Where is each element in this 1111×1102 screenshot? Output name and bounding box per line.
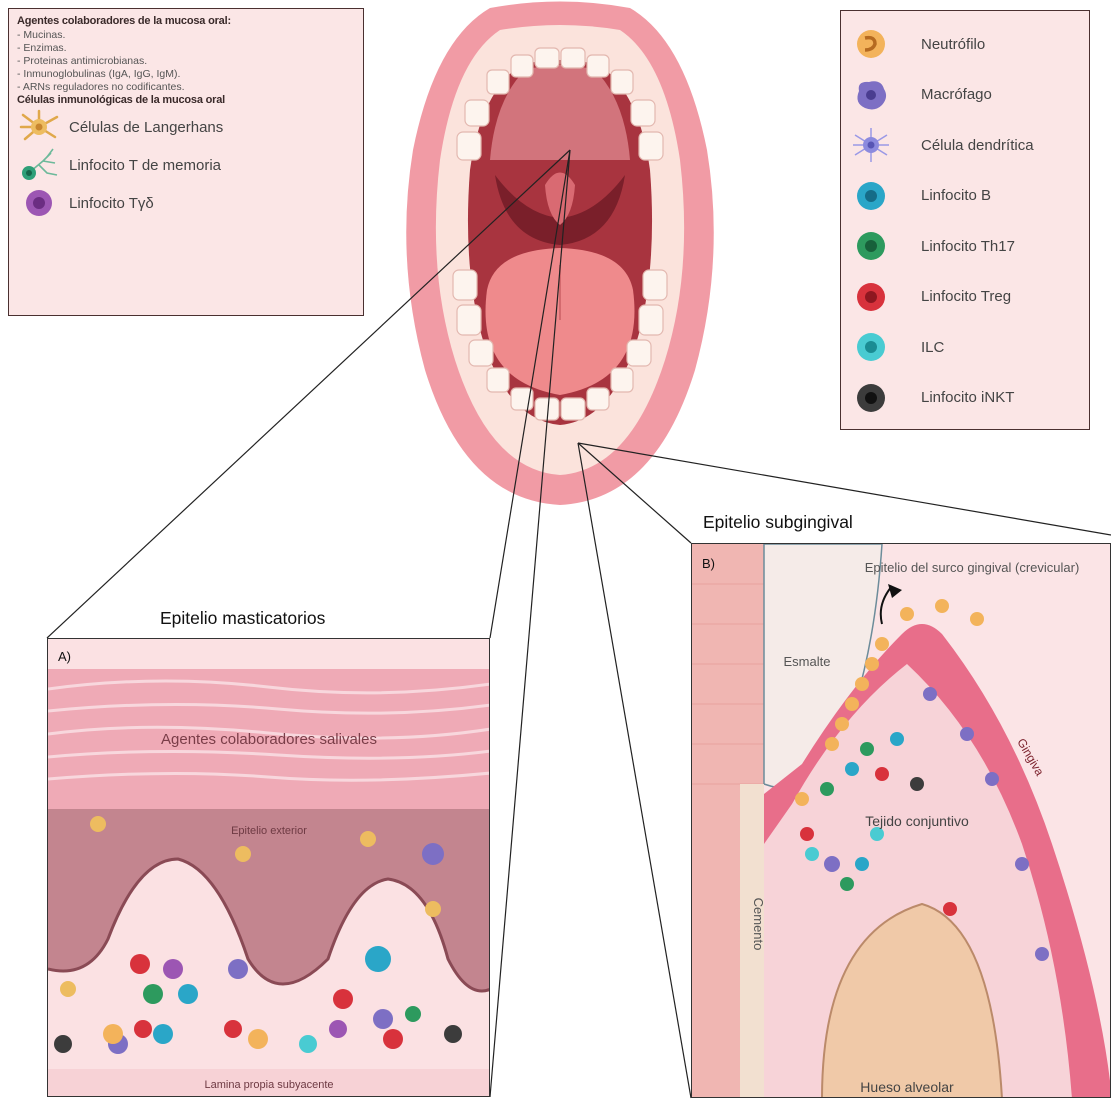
panel-b-title: Epitelio subgingival xyxy=(703,512,853,533)
cells-heading: Células inmunológicas de la mucosa oral xyxy=(17,94,355,106)
lamina-label: Lamina propia subyacente xyxy=(204,1079,333,1091)
enamel-label: Esmalte xyxy=(784,654,831,669)
panel-a-label: A) xyxy=(58,649,71,664)
dendritic-cell-icon xyxy=(851,127,891,163)
legend-row-gamma-delta: Linfocito Tγδ xyxy=(17,184,355,222)
th17-cell-icon xyxy=(851,228,891,264)
agent-item: - Enzimas. xyxy=(17,42,355,54)
legend-row-langerhans: Células de Langerhans xyxy=(17,108,355,146)
agent-item: - Inmunoglobulinas (IgA, IgG, IgM). xyxy=(17,68,355,80)
b-cell-icon xyxy=(851,178,891,214)
alveolar-bone-label: Hueso alveolar xyxy=(860,1079,954,1095)
macrophage-icon xyxy=(851,77,891,113)
legend-label: Célula dendrítica xyxy=(921,137,1034,154)
gamma-delta-t-cell-icon xyxy=(17,185,61,221)
legend-label: Células de Langerhans xyxy=(69,119,223,136)
legend-label: Linfocito Tγδ xyxy=(69,195,154,212)
agent-item: - Mucinas. xyxy=(17,29,355,41)
legend-row-memory-t: Linfocito T de memoria xyxy=(17,146,355,184)
ilc-icon xyxy=(851,329,891,365)
legend-row-macrophage: Macrófago xyxy=(851,70,1079,121)
legend-row-treg: Linfocito Treg xyxy=(851,272,1079,323)
legend-oral-mucosa-agents: Agentes colaboradores de la mucosa oral:… xyxy=(8,8,364,316)
saliva-label: Agentes colaboradores salivales xyxy=(161,731,377,748)
panel-a-title: Epitelio masticatorios xyxy=(160,608,325,629)
subgingival-epithelium-illustration: Epitelio del surco gingival (crevicular)… xyxy=(692,544,1111,1098)
legend-label: Macrófago xyxy=(921,86,992,103)
connective-tissue-label: Tejido conjuntivo xyxy=(865,813,969,829)
legend-row-inkt: Linfocito iNKT xyxy=(851,373,1079,424)
legend-label: Linfocito B xyxy=(921,187,991,204)
langerhans-cell-icon xyxy=(17,109,61,145)
panel-subgingival-epithelium: Epitelio del surco gingival (crevicular)… xyxy=(691,543,1111,1098)
legend-label: Linfocito Treg xyxy=(921,288,1011,305)
legend-label: Linfocito T de memoria xyxy=(69,157,221,174)
panel-masticatory-epithelium: Agentes colaboradores salivales Epitelio… xyxy=(47,638,490,1097)
legend-immune-cells: Neutrófilo Macrófago Célula dendrítica L… xyxy=(840,10,1090,430)
treg-cell-icon xyxy=(851,279,891,315)
legend-label: ILC xyxy=(921,339,944,356)
agent-item: - Proteinas antimicrobianas. xyxy=(17,55,355,67)
legend-row-dendritic: Célula dendrítica xyxy=(851,120,1079,171)
neutrophil-icon xyxy=(851,26,891,62)
sulcus-label: Epitelio del surco gingival (crevicular) xyxy=(865,560,1080,575)
legend-row-ilc: ILC xyxy=(851,322,1079,373)
legend-row-neutrophil: Neutrófilo xyxy=(851,19,1079,70)
memory-t-cell-icon xyxy=(17,147,61,183)
agent-item: - ARNs reguladores no codificantes. xyxy=(17,81,355,93)
legend-label: Linfocito iNKT xyxy=(921,389,1014,406)
panel-b-label: B) xyxy=(702,556,715,571)
legend-label: Neutrófilo xyxy=(921,36,985,53)
open-mouth-illustration xyxy=(395,0,725,510)
cementum-label: Cemento xyxy=(751,898,766,951)
legend-label: Linfocito Th17 xyxy=(921,238,1015,255)
epithelium-label: Epitelio exterior xyxy=(231,825,307,837)
masticatory-epithelium-illustration: Agentes colaboradores salivales Epitelio… xyxy=(48,639,490,1097)
agents-heading: Agentes colaboradores de la mucosa oral: xyxy=(17,15,355,27)
legend-row-th17: Linfocito Th17 xyxy=(851,221,1079,272)
legend-row-b-cell: Linfocito B xyxy=(851,171,1079,222)
inkt-cell-icon xyxy=(851,380,891,416)
